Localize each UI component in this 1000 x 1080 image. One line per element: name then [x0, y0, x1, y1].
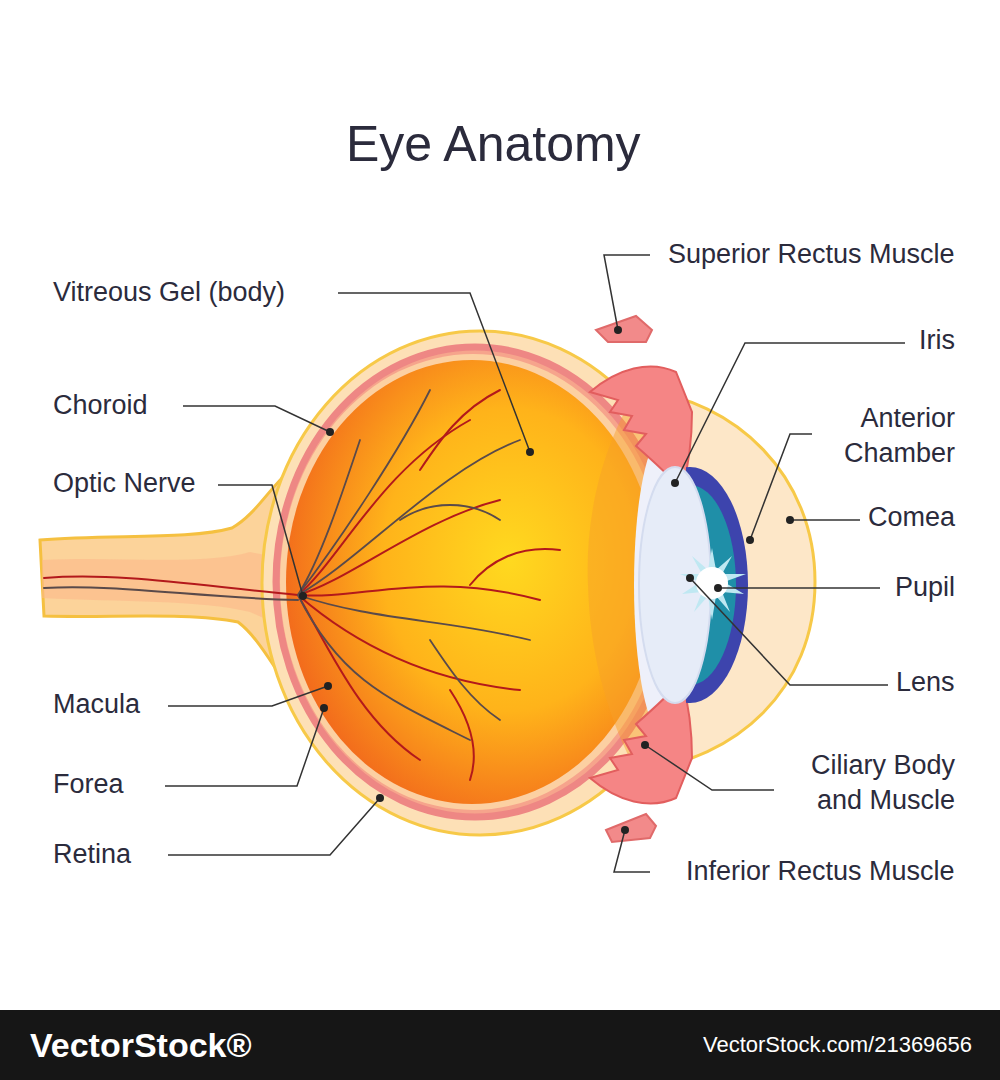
part-label: Inferior Rectus Muscle [683, 854, 958, 889]
watermark-bar [0, 1010, 1000, 1080]
leader-dots [299, 326, 794, 834]
iris [686, 467, 748, 703]
part-label: Ciliary Body and Muscle [774, 748, 958, 818]
choroid [276, 347, 674, 817]
part-label: Retina [50, 837, 134, 872]
part-label: Forea [50, 767, 127, 802]
watermark: VectorStock.com/21369656 [703, 1031, 972, 1060]
retina [280, 354, 666, 810]
part-label: Iris [916, 323, 958, 358]
part-label: Anterior Chamber [812, 401, 958, 471]
superior-rectus [596, 316, 652, 342]
blood-vessels [44, 390, 560, 780]
part-label: Lens [893, 665, 958, 700]
inferior-rectus [606, 814, 656, 842]
part-label: Pupil [892, 570, 958, 605]
sclera [262, 331, 698, 835]
part-label: Comea [865, 500, 958, 535]
part-label: Choroid [50, 388, 151, 423]
part-label: Superior Rectus Muscle [665, 237, 958, 272]
part-label: Optic Nerve [50, 466, 199, 501]
vitreous-body [286, 360, 650, 804]
pupil [680, 548, 746, 620]
part-label: Vitreous Gel (body) [50, 275, 288, 310]
part-label: Macula [50, 687, 143, 722]
watermark: VectorStock® [30, 1023, 252, 1067]
diagram-title: Eye Anatomy [346, 112, 641, 177]
